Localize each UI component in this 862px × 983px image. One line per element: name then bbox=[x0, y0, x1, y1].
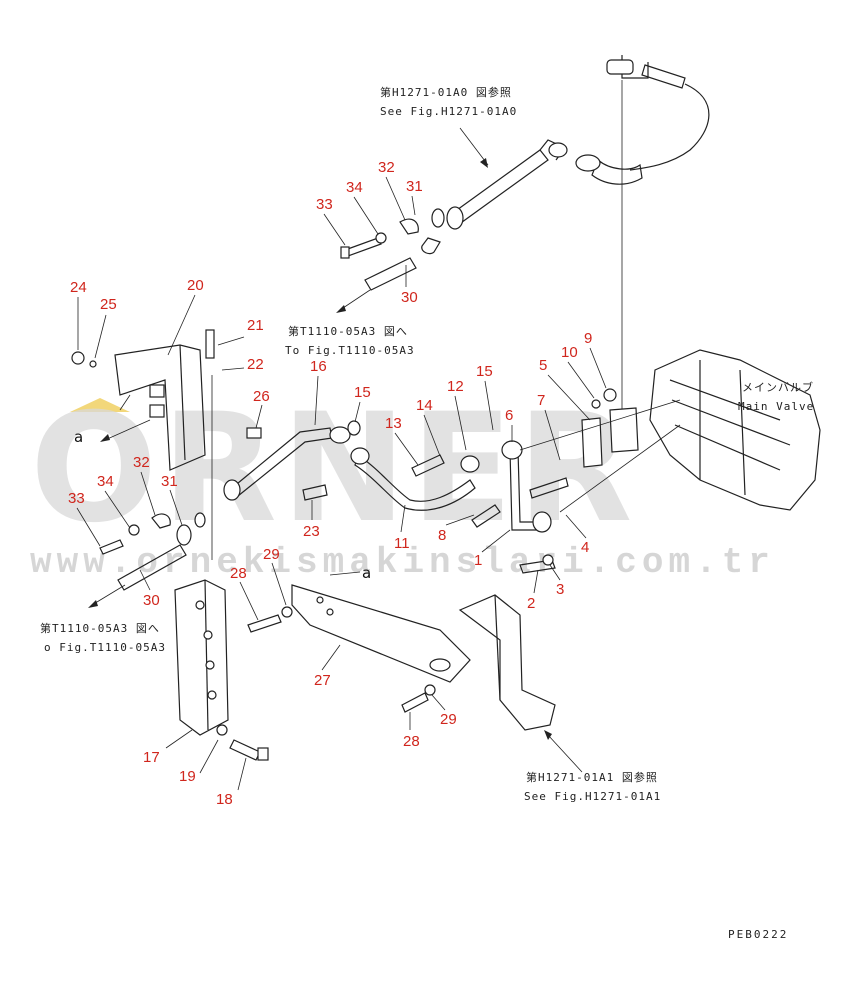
label-11: 11 bbox=[394, 535, 410, 552]
pipe-1 bbox=[471, 440, 569, 533]
label-13: 13 bbox=[385, 415, 402, 432]
ref-left-jp: 第T1110-05A3 図へ bbox=[40, 621, 160, 635]
hose-11 bbox=[350, 447, 480, 511]
ref-top-jp: 第H1271-01A0 図参照 bbox=[380, 85, 512, 99]
label-30a: 30 bbox=[401, 289, 418, 306]
label-8: 8 bbox=[438, 527, 446, 544]
block-5 bbox=[519, 388, 681, 513]
drawing-code: PEB0222 bbox=[728, 928, 788, 941]
watermark: ORNER www.ornekismakinslari.com.tr bbox=[30, 382, 775, 583]
label-9: 9 bbox=[584, 330, 592, 347]
bracket-20 bbox=[71, 329, 262, 560]
label-14: 14 bbox=[416, 397, 433, 414]
upper-hose-assembly bbox=[431, 55, 710, 410]
valve-label-jp: メインバルブ bbox=[742, 380, 814, 394]
ref-left-en: o Fig.T1110-05A3 bbox=[44, 641, 166, 654]
label-25: 25 bbox=[100, 296, 117, 313]
ref-bottom-jp: 第H1271-01A1 図参照 bbox=[526, 770, 658, 784]
label-10: 10 bbox=[561, 344, 578, 361]
label-leaders bbox=[76, 176, 607, 791]
plate-27 bbox=[247, 584, 471, 713]
label-27: 27 bbox=[314, 672, 331, 689]
label-31a: 31 bbox=[406, 178, 423, 195]
label-16: 16 bbox=[310, 358, 327, 375]
view-marker-plate: a bbox=[362, 564, 371, 582]
view-marker-left: a bbox=[74, 428, 83, 446]
ref-top-en: See Fig.H1271-01A0 bbox=[380, 105, 517, 118]
label-28b: 28 bbox=[403, 733, 420, 750]
leader-lines bbox=[88, 127, 583, 773]
ref-bottom-en: See Fig.H1271-01A1 bbox=[524, 790, 661, 803]
bracket-right-lower bbox=[458, 554, 556, 731]
upper-bolt-group bbox=[340, 218, 441, 291]
label-23: 23 bbox=[303, 523, 320, 540]
label-19: 19 bbox=[179, 768, 196, 785]
label-29a: 29 bbox=[263, 546, 280, 563]
label-2: 2 bbox=[527, 595, 535, 612]
valve-label-en: Main Valve bbox=[738, 400, 814, 413]
label-20: 20 bbox=[187, 277, 204, 294]
label-22: 22 bbox=[247, 356, 264, 373]
label-32a: 32 bbox=[378, 159, 395, 176]
label-26: 26 bbox=[253, 388, 270, 405]
label-32b: 32 bbox=[133, 454, 150, 471]
part-labels: 1 2 3 4 5 6 7 8 9 10 11 12 13 14 15 15 1… bbox=[68, 159, 592, 808]
label-24: 24 bbox=[70, 279, 87, 296]
label-21: 21 bbox=[247, 317, 264, 334]
bracket-17 bbox=[174, 579, 269, 761]
watermark-accent-shape bbox=[70, 398, 130, 412]
label-7: 7 bbox=[537, 392, 545, 409]
label-30b: 30 bbox=[143, 592, 160, 609]
label-6: 6 bbox=[505, 407, 513, 424]
label-17: 17 bbox=[143, 749, 160, 766]
label-15a: 15 bbox=[476, 363, 493, 380]
label-29b: 29 bbox=[440, 711, 457, 728]
label-1: 1 bbox=[474, 552, 482, 569]
label-34a: 34 bbox=[346, 179, 363, 196]
label-28a: 28 bbox=[230, 565, 247, 582]
label-31b: 31 bbox=[161, 473, 178, 490]
reference-notes: 第H1271-01A0 図参照 See Fig.H1271-01A0 第T111… bbox=[40, 85, 814, 941]
pipe-16 bbox=[223, 420, 361, 501]
label-4: 4 bbox=[581, 539, 589, 556]
label-33b: 33 bbox=[68, 490, 85, 507]
label-33a: 33 bbox=[316, 196, 333, 213]
watermark-url: www.ornekismakinslari.com.tr bbox=[30, 542, 775, 583]
label-12: 12 bbox=[447, 378, 464, 395]
main-valve bbox=[649, 349, 821, 511]
label-18: 18 bbox=[216, 791, 233, 808]
label-34b: 34 bbox=[97, 473, 114, 490]
ref-mid-jp: 第T1110-05A3 図へ bbox=[288, 324, 408, 338]
label-5: 5 bbox=[539, 357, 547, 374]
ref-mid-en: To Fig.T1110-05A3 bbox=[285, 344, 415, 357]
label-3: 3 bbox=[556, 581, 564, 598]
label-15b: 15 bbox=[354, 384, 371, 401]
